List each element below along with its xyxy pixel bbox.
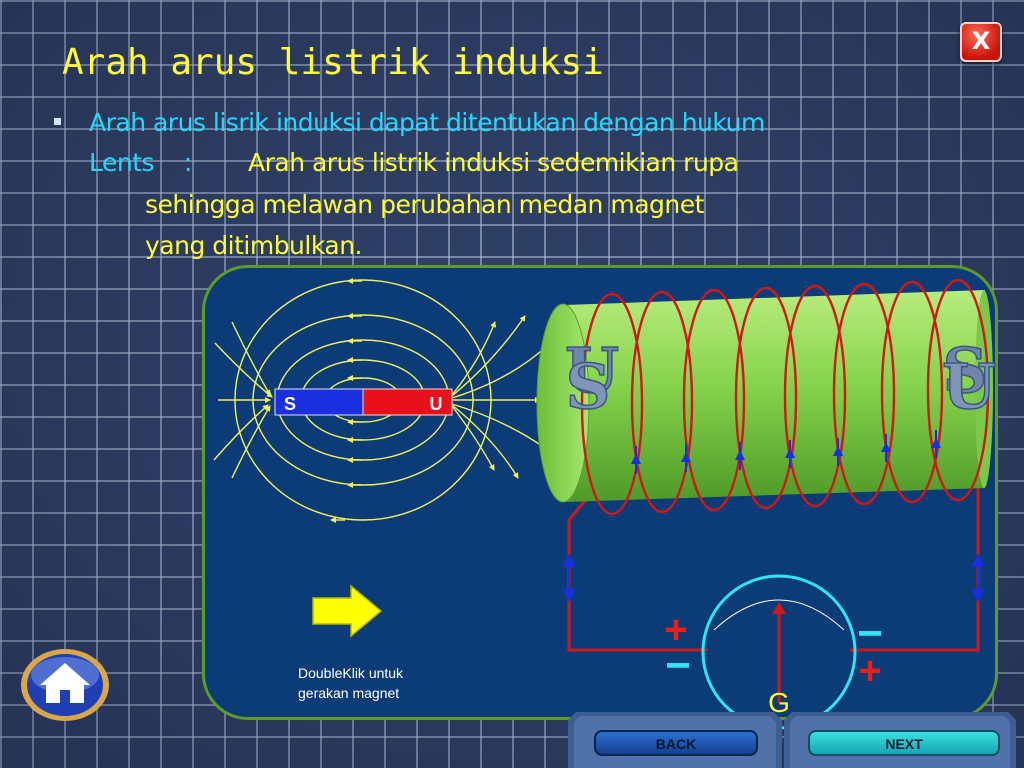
close-button[interactable]: X — [960, 22, 1002, 62]
close-icon: X — [971, 27, 991, 55]
magnet-north-half — [362, 388, 453, 416]
winding-loop — [926, 278, 990, 502]
current-arrow — [735, 442, 745, 470]
field-line — [213, 404, 269, 461]
minus-sign-right: − — [857, 609, 883, 658]
terminal-signs: + − − + — [664, 608, 883, 693]
bullet-line-1: Arah arus lisrik induksi dapat ditentuka… — [89, 108, 765, 137]
field-line — [231, 321, 271, 396]
bullet-line-2: Arah arus listrik induksi sedemikian rup… — [248, 148, 739, 177]
right-wire-arrow — [971, 553, 985, 603]
needle-head — [772, 602, 786, 614]
back-button-frame: BACK — [568, 712, 782, 768]
field-line — [451, 315, 526, 397]
current-arrow — [931, 430, 941, 458]
coil-pole-labels: U S S U — [564, 333, 997, 424]
coil-right-pole-back: S — [943, 334, 988, 407]
winding-loop — [783, 284, 847, 508]
bullet-line-4: yang ditimbulkan. — [145, 231, 363, 260]
winding-loop — [630, 290, 694, 514]
current-arrow — [631, 446, 641, 474]
coil-body — [565, 290, 985, 502]
field-line — [451, 321, 496, 396]
magnet-south-half — [274, 388, 364, 416]
minus-sign-left: − — [665, 641, 691, 690]
galvanometer-label: G — [768, 687, 790, 718]
home-button[interactable] — [18, 645, 112, 721]
winding-loop — [832, 282, 896, 506]
next-label: NEXT — [885, 736, 923, 752]
coil-left-end — [536, 303, 590, 503]
magnet-north-label: U — [430, 394, 443, 414]
field-line — [451, 404, 519, 479]
current-arrow — [785, 440, 795, 468]
left-wire-arrow — [562, 553, 576, 603]
galvanometer: G — [701, 574, 857, 730]
winding-loop — [580, 292, 644, 516]
field-line — [451, 344, 549, 399]
move-magnet-hint: DoubleKlik untuk gerakan magnet — [298, 665, 404, 701]
wire-current-arrows — [562, 553, 985, 603]
current-arrow — [833, 438, 843, 466]
plus-sign-right: + — [858, 649, 881, 693]
bullet-marker — [54, 118, 61, 125]
field-line — [451, 403, 546, 449]
slide-title: Arah arus listrik induksi — [62, 42, 604, 83]
current-arrow — [881, 434, 891, 462]
lents-label: Lents : — [89, 148, 192, 177]
coil-left-pole-front: S — [566, 350, 611, 423]
next-button-frame: NEXT — [784, 712, 1016, 768]
winding-loop — [880, 280, 944, 504]
winding-loop — [682, 288, 746, 512]
field-line — [451, 405, 495, 471]
coil-windings — [580, 278, 990, 516]
coil-right-end — [975, 290, 993, 488]
magnet-south-label: S — [284, 394, 296, 414]
coil-current-arrows — [631, 430, 941, 474]
back-button[interactable]: BACK — [594, 730, 758, 756]
coil-right-pole-front: U — [942, 350, 996, 423]
meter-scale — [713, 599, 845, 631]
back-label: BACK — [655, 736, 697, 752]
arrow-right-icon[interactable] — [311, 584, 383, 638]
field-line — [214, 342, 273, 398]
field-line — [231, 405, 271, 479]
bullet-line-3: sehingga melawan perubahan medan magnet — [145, 190, 704, 219]
coil-left-pole-back: U — [565, 334, 619, 407]
solenoid-coil — [536, 290, 993, 503]
bar-magnet: S U — [274, 388, 453, 416]
winding-loop — [734, 286, 798, 510]
current-arrow — [681, 444, 691, 472]
home-icon — [40, 663, 90, 703]
next-button[interactable]: NEXT — [808, 730, 1000, 756]
plus-sign-left: + — [664, 608, 687, 652]
